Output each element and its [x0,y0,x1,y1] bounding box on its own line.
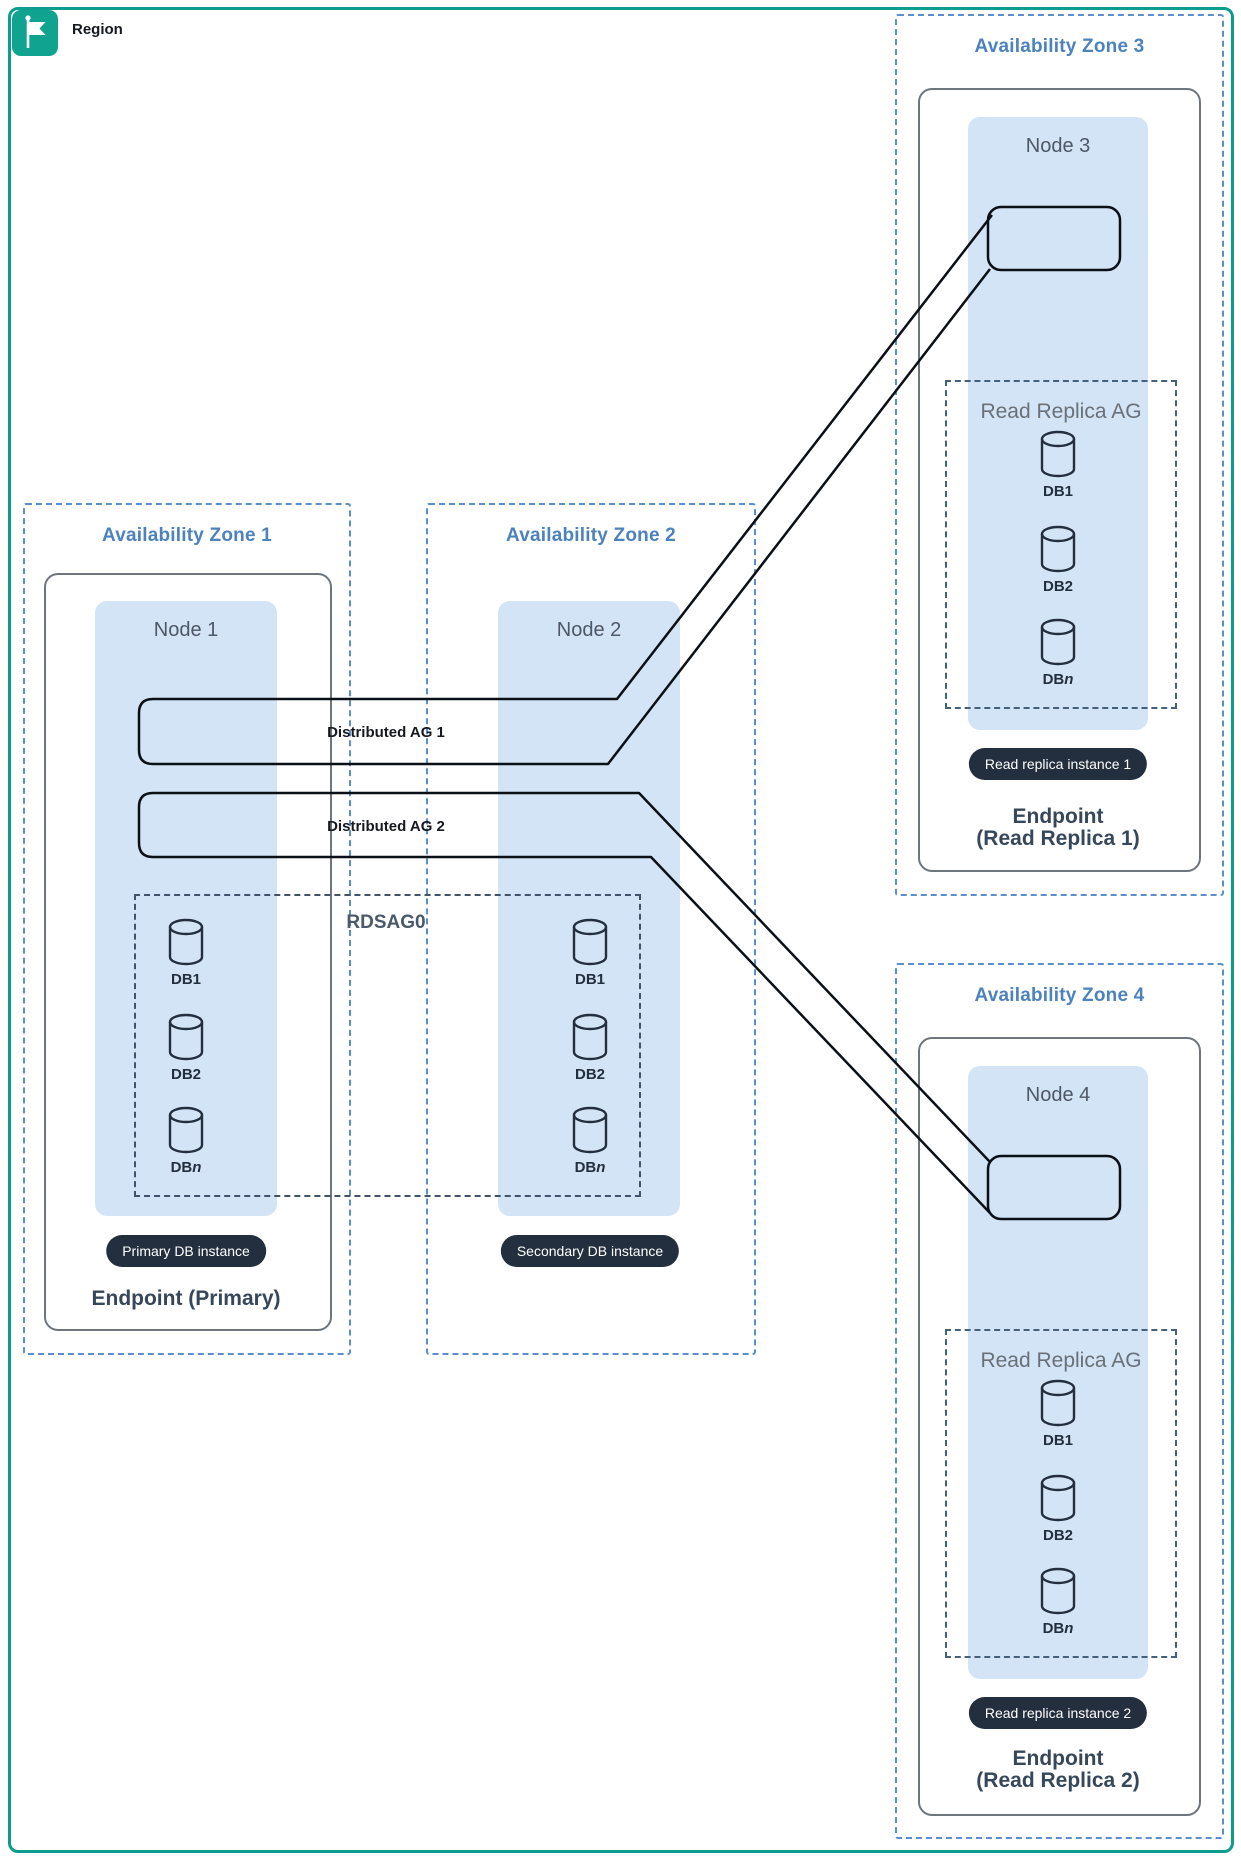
az2-db1-label: DB1 [574,971,605,988]
az4-db2: DB2 [1013,1474,1103,1544]
az4-db1: DB1 [1013,1379,1103,1449]
az4-db1-label: DB1 [1042,1432,1073,1449]
az1-db2-label: DB2 [170,1066,201,1083]
az4-dbn-label: DBn [1042,1620,1074,1637]
az4-db2-label: DB2 [1042,1527,1073,1544]
az4-endpoint-box [918,1037,1201,1816]
az1-db1-label: DB1 [170,971,201,988]
endpoint-primary-label: Endpoint (Primary) [91,1287,281,1310]
az2-db2-label: DB2 [574,1066,605,1083]
endpoint-read-replica-1-label: Endpoint (Read Replica 1) [976,805,1140,850]
az3-db2: DB2 [1013,525,1103,595]
node-4-label: Node 4 [1025,1084,1091,1106]
az1-title: Availability Zone 1 [102,525,272,546]
node-2-label: Node 2 [556,619,622,641]
az1-db1: DB1 [141,918,231,988]
az3-title: Availability Zone 3 [974,36,1145,57]
az3-read-replica-ag-title: Read Replica AG [980,400,1142,423]
read-replica-instance-1-badge: Read replica instance 1 [968,748,1148,780]
az3-db1-label: DB1 [1042,483,1073,500]
az3-dbn: DBn [1013,618,1103,688]
az4-dbn: DBn [1013,1567,1103,1637]
region-flag-icon [12,10,58,56]
az3-db2-label: DB2 [1042,578,1073,595]
region-label: Region [72,21,123,38]
az3-db1: DB1 [1013,430,1103,500]
az2-dbn: DBn [545,1106,635,1176]
az1-db2: DB2 [141,1013,231,1083]
region-boundary [8,7,1234,1853]
node-1-label: Node 1 [153,619,219,641]
az2-dbn-label: DBn [574,1159,606,1176]
az4-title: Availability Zone 4 [974,985,1145,1006]
secondary-db-instance-badge: Secondary DB instance [500,1235,680,1267]
read-replica-instance-2-badge: Read replica instance 2 [968,1697,1148,1729]
node-3-label: Node 3 [1025,135,1091,157]
primary-db-instance-badge: Primary DB instance [106,1235,266,1267]
endpoint-read-replica-2-label: Endpoint (Read Replica 2) [976,1747,1140,1792]
distributed-ag1-label: Distributed AG 1 [327,724,445,741]
az4-read-replica-ag-box: Read Replica AG [945,1329,1177,1658]
az4-read-replica-ag-title: Read Replica AG [980,1349,1142,1372]
az3-dbn-label: DBn [1042,671,1074,688]
az1-dbn: DBn [141,1106,231,1176]
distributed-ag2-label: Distributed AG 2 [327,818,445,835]
az2-db2: DB2 [545,1013,635,1083]
az2-title: Availability Zone 2 [506,525,676,546]
az2-db1: DB1 [545,918,635,988]
az1-dbn-label: DBn [170,1159,202,1176]
rdsag0-label: RDSAG0 [346,912,426,933]
availability-zone-4: Availability Zone 4 [895,963,1224,1839]
